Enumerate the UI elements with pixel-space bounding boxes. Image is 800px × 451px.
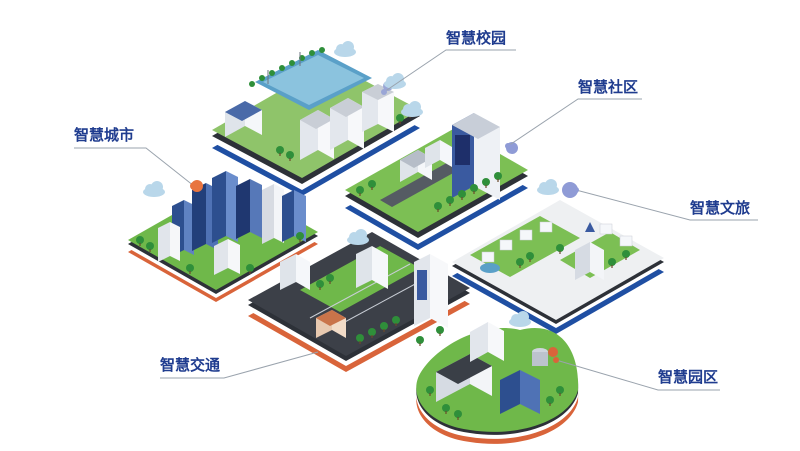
block-tourism (452, 179, 664, 334)
leader-lines (74, 49, 758, 391)
leader-anchors (190, 89, 579, 363)
leader-line-community (507, 98, 642, 147)
block-park (416, 311, 579, 444)
label-smart-tourism: 智慧文旅 (690, 199, 751, 217)
block-traffic (248, 229, 470, 372)
block-community (345, 101, 528, 250)
leader-line-city (74, 147, 195, 187)
label-smart-community: 智慧社区 (578, 78, 639, 96)
leader-line-traffic (160, 351, 319, 379)
label-smart-city: 智慧城市 (74, 126, 135, 144)
block-city (128, 171, 318, 302)
label-smart-campus: 智慧校园 (446, 29, 507, 47)
leader-line-campus (383, 49, 516, 93)
leader-line-tourism (575, 189, 758, 221)
block-campus (212, 41, 420, 196)
leader-line-park (555, 359, 720, 391)
label-smart-park: 智慧园区 (658, 368, 719, 386)
label-smart-traffic: 智慧交通 (160, 356, 221, 374)
